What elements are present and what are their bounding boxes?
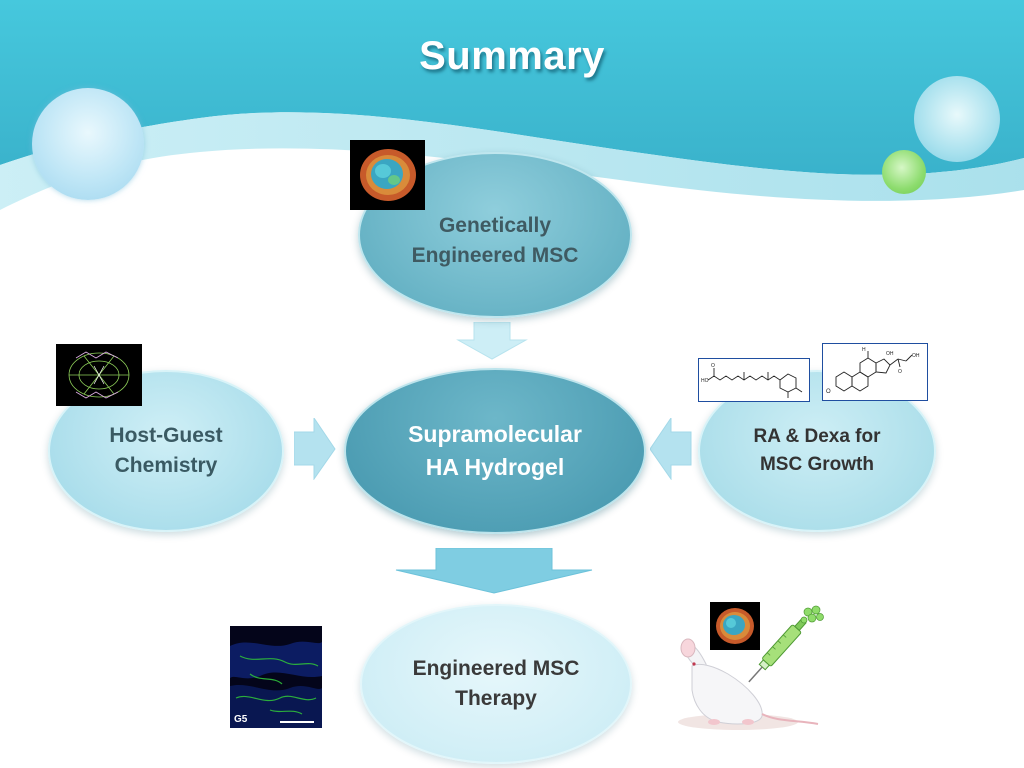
svg-text:OH: OH [912, 353, 920, 359]
decorative-bubble-right [914, 76, 1000, 162]
node-bottom-label: Engineered MSC Therapy [412, 656, 580, 710]
arrow-right-left [294, 418, 336, 480]
syringe-icon [748, 605, 824, 683]
retinoic-acid-structure-icon: HO O [698, 358, 810, 402]
node-top-label: Genetically Engineered MSC [411, 213, 579, 267]
node-engineered-msc-therapy: Engineered MSC Therapy [360, 604, 632, 764]
node-left-label: Host-Guest Chemistry [109, 423, 223, 477]
node-right-label: RA & Dexa for MSC Growth [753, 426, 881, 475]
cell-micrograph-small-icon [710, 602, 760, 650]
svg-text:H: H [862, 347, 866, 353]
slide-title: Summary [419, 34, 605, 78]
arrow-left-right [650, 418, 692, 480]
decorative-bubble-green [882, 150, 926, 194]
arrow-down-bottom [395, 548, 593, 594]
decorative-bubble-left [32, 88, 144, 200]
arrow-down-top [456, 322, 528, 360]
svg-text:O: O [826, 389, 831, 395]
tissue-fluorescence-image: G5 [230, 626, 322, 728]
node-center-label: Supramolecular HA Hydrogel [408, 420, 582, 480]
svg-text:O: O [711, 363, 715, 369]
mouse-icon [678, 638, 819, 730]
svg-text:OH: OH [886, 351, 894, 357]
svg-text:O: O [898, 369, 902, 375]
node-supramolecular-ha-hydrogel: Supramolecular HA Hydrogel [344, 368, 646, 534]
tissue-fluorescence-icon [230, 626, 322, 728]
tissue-label: G5 [234, 714, 248, 725]
host-guest-structure-icon [56, 344, 142, 406]
dexamethasone-structure-icon: O H OH OH O [822, 343, 928, 401]
cell-micrograph-icon [350, 140, 425, 210]
svg-text:HO: HO [701, 378, 709, 384]
